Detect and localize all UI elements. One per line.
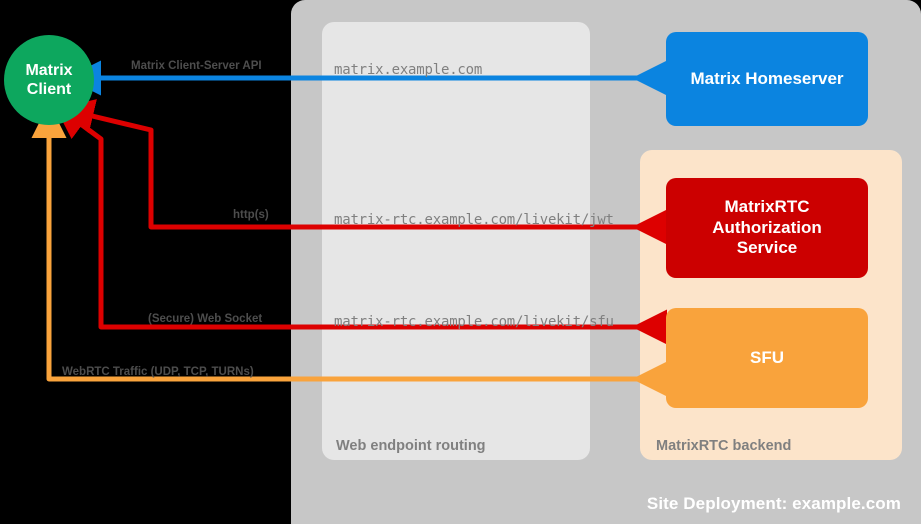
wire-http xyxy=(58,99,667,245)
wire-webrtc xyxy=(31,103,667,397)
jwt-endpoint-url: matrix-rtc.example.com/livekit/jwt xyxy=(334,212,614,228)
web-endpoint-routing-label: Web endpoint routing xyxy=(336,438,486,454)
matrix-client-label-line1: Matrix xyxy=(25,61,73,79)
matrix-client-node[interactable]: Matrix Client xyxy=(4,35,94,125)
auth-service-label-line3: Service xyxy=(736,238,798,258)
matrixrtc-authorization-service-node[interactable]: MatrixRTC Authorization Service xyxy=(666,178,868,278)
matrix-homeserver-label: Matrix Homeserver xyxy=(690,68,844,88)
sfu-endpoint-url: matrix-rtc.example.com/livekit/sfu xyxy=(334,314,614,330)
auth-service-label-line2: Authorization xyxy=(712,217,822,237)
matrix-homeserver-node[interactable]: Matrix Homeserver xyxy=(666,32,868,126)
http-connection-label: http(s) xyxy=(233,209,269,221)
auth-service-label-line1: MatrixRTC xyxy=(724,196,810,216)
matrix-client-label-line2: Client xyxy=(26,81,72,98)
site-deployment-label: Site Deployment: example.com xyxy=(646,494,901,513)
matrix-client-server-api-label: Matrix Client-Server API xyxy=(131,60,262,72)
sfu-node[interactable]: SFU xyxy=(666,308,868,408)
websocket-connection-label: (Secure) Web Socket xyxy=(148,313,263,325)
matrix-endpoint-url: matrix.example.com xyxy=(334,62,483,78)
matrixrtc-backend-label: MatrixRTC backend xyxy=(656,438,792,454)
sfu-label: SFU xyxy=(750,347,784,367)
webrtc-connection-label: WebRTC Traffic (UDP, TCP, TURNs) xyxy=(62,366,254,378)
